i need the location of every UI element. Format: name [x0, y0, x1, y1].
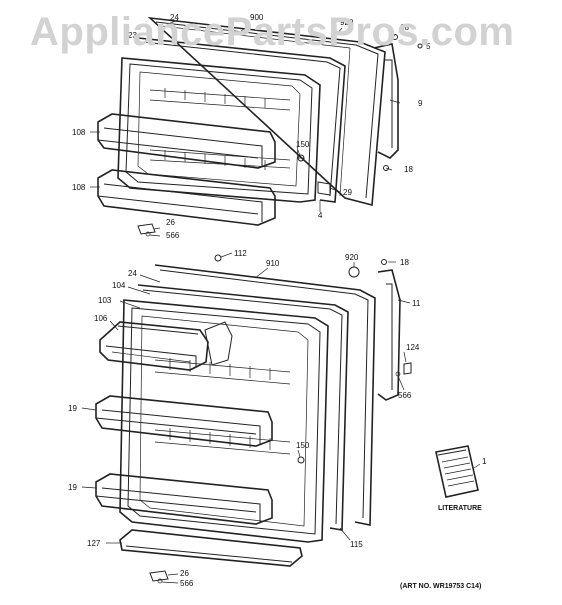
label-124: 124 [406, 343, 420, 352]
label-19-upper: 19 [68, 404, 77, 413]
label-24-bottom: 24 [128, 269, 137, 278]
label-29: 29 [343, 188, 352, 197]
label-103: 103 [98, 296, 112, 305]
fresh-food-door-assembly [81, 252, 412, 584]
label-566-bottom: 566 [180, 579, 194, 588]
label-9: 9 [418, 99, 423, 108]
label-566-right: 566 [398, 391, 412, 400]
label-127: 127 [87, 539, 101, 548]
label-910: 910 [266, 259, 280, 268]
label-104: 104 [112, 281, 126, 290]
label-24-top: 24 [170, 13, 179, 22]
label-23: 23 [128, 31, 137, 40]
label-115: 115 [350, 540, 363, 549]
label-18-lower: 18 [404, 165, 413, 174]
label-18-top: 18 [400, 23, 409, 32]
label-106: 106 [94, 314, 108, 323]
label-920-top: 920 [340, 18, 354, 27]
label-900: 900 [250, 13, 264, 22]
label-150-top: 150 [296, 140, 310, 149]
label-5: 5 [426, 42, 431, 51]
label-11: 11 [412, 299, 421, 308]
label-26-top: 26 [166, 218, 175, 227]
label-566-top: 566 [166, 231, 180, 240]
label-1: 1 [482, 457, 487, 466]
literature-booklet [435, 445, 481, 498]
label-150-bottom: 150 [296, 441, 310, 450]
label-26-bottom: 26 [180, 569, 189, 578]
label-108-lower: 108 [72, 183, 86, 192]
label-18-bottom: 18 [400, 258, 409, 267]
art-number: (ART NO. WR19753 C14) [400, 583, 481, 590]
label-920-bottom: 920 [345, 253, 359, 262]
label-112: 112 [234, 249, 247, 258]
label-19-lower: 19 [68, 483, 77, 492]
label-4: 4 [318, 211, 323, 220]
label-108-upper: 108 [72, 128, 86, 137]
freezer-door-assembly [90, 16, 423, 237]
literature-label: LITERATURE [438, 505, 482, 512]
